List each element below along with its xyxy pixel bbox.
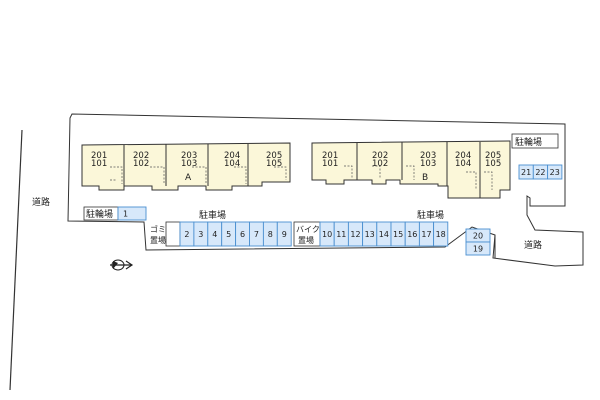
west-road-label: 道路 (32, 196, 50, 208)
unit-lower-label: 104 (455, 159, 471, 169)
unit-lower-label: 102 (372, 159, 388, 169)
parking-slot-number: 16 (407, 230, 417, 239)
unit-upper-label: 203 (420, 151, 436, 161)
bicycle-parking-east-box (511, 133, 559, 149)
entry-dash (192, 166, 207, 184)
parking-slot-number: 14 (379, 230, 389, 239)
motorbike-area: バイク 置場 (293, 221, 321, 247)
parking-slot-number: 2 (184, 230, 189, 239)
unit-upper-label: 204 (455, 151, 471, 161)
parking-slot-number: 8 (268, 230, 273, 239)
west-road-line (9, 129, 23, 391)
parking-slot-number: 15 (393, 230, 403, 239)
entry-dash (344, 165, 353, 178)
site-boundary (67, 113, 584, 267)
unit-upper-label: 202 (372, 151, 388, 161)
unit-lower-label: 103 (420, 159, 436, 169)
building-b-outline (311, 140, 511, 199)
parking-slot-number: 4 (212, 230, 217, 239)
bicycle-parking-east: 駐輪場 21 22 23 (511, 133, 563, 180)
parking-slot (433, 221, 449, 247)
unit-upper-label: 202 (133, 151, 149, 161)
entry-dash (484, 171, 493, 190)
building-b-label: B (422, 173, 428, 183)
parking-slot-number: 7 (254, 230, 259, 239)
unit-upper-label: 205 (485, 151, 501, 161)
parking-slot-number: 9 (282, 230, 287, 239)
entry-dash (466, 171, 477, 190)
entry-dash (274, 166, 287, 180)
parking-west-label: 駐車場 (199, 209, 226, 221)
unit-lower-label: 105 (485, 159, 501, 169)
parking-slot-number: 17 (421, 230, 431, 239)
building-a-label: A (185, 173, 192, 183)
entry-dash (234, 166, 247, 184)
garbage-area-box (165, 221, 181, 247)
unit-lower-label: 103 (181, 159, 197, 169)
parking-row-east: 10 11 12 13 14 15 16 17 18 (319, 221, 449, 247)
north-arrow-icon (110, 259, 134, 271)
parking-slot-number: 1 (123, 210, 128, 219)
parking-slot-number: 3 (198, 230, 203, 239)
unit-upper-label: 204 (224, 151, 240, 161)
unit-upper-label: 201 (91, 151, 107, 161)
parking-slot-number: 6 (240, 230, 245, 239)
bicycle-parking-west: 駐輪場 1 (83, 206, 147, 221)
building-b: 201 101 202 102 203 103 204 104 205 105 … (311, 140, 511, 199)
motorbike-area-label-line2: 置場 (298, 235, 314, 245)
parking-slot-number: 21 (521, 168, 531, 177)
garbage-area-label-line1: ゴミ (150, 224, 166, 234)
unit-lower-label: 105 (266, 159, 282, 169)
bicycle-parking-west-label: 駐輪場 (86, 208, 113, 220)
east-road-label: 道路 (524, 239, 542, 251)
bicycle-parking-east-label: 駐輪場 (515, 136, 542, 148)
parking-slot (117, 206, 147, 221)
unit-lower-label: 102 (133, 159, 149, 169)
entry-dash (372, 165, 381, 178)
parking-slot-number: 19 (473, 245, 483, 254)
building-a-outline (81, 142, 291, 191)
unit-upper-label: 203 (181, 151, 197, 161)
unit-lower-label: 101 (91, 159, 107, 169)
entry-dash (110, 166, 123, 184)
entry-dash (406, 165, 415, 180)
parking-slot-number: 13 (365, 230, 375, 239)
parking-east-label: 駐車場 (417, 209, 444, 221)
garbage-area: ゴミ 置場 (150, 221, 181, 247)
parking-slot-number: 22 (535, 168, 545, 177)
parking-slot-number: 11 (336, 230, 346, 239)
unit-upper-label: 201 (322, 151, 338, 161)
entry-dash (150, 166, 165, 184)
unit-lower-label: 104 (224, 159, 240, 169)
unit-lower-label: 101 (322, 159, 338, 169)
parking-slot-number: 20 (473, 232, 483, 241)
parking-slot-number: 23 (550, 168, 560, 177)
garbage-area-label-line2: 置場 (150, 235, 166, 245)
unit-upper-label: 205 (266, 151, 282, 161)
motorbike-area-label-line1: バイク (296, 225, 320, 234)
parking-slot-number: 5 (226, 230, 231, 239)
parking-slot-number: 10 (322, 230, 332, 239)
building-a: 201 101 202 102 203 103 204 104 205 105 … (81, 142, 291, 191)
parking-slot (465, 241, 491, 256)
parking-slot-number: 18 (436, 230, 446, 239)
parking-slot (276, 221, 292, 247)
parking-slot-number: 12 (350, 230, 360, 239)
parking-slot (547, 164, 563, 180)
